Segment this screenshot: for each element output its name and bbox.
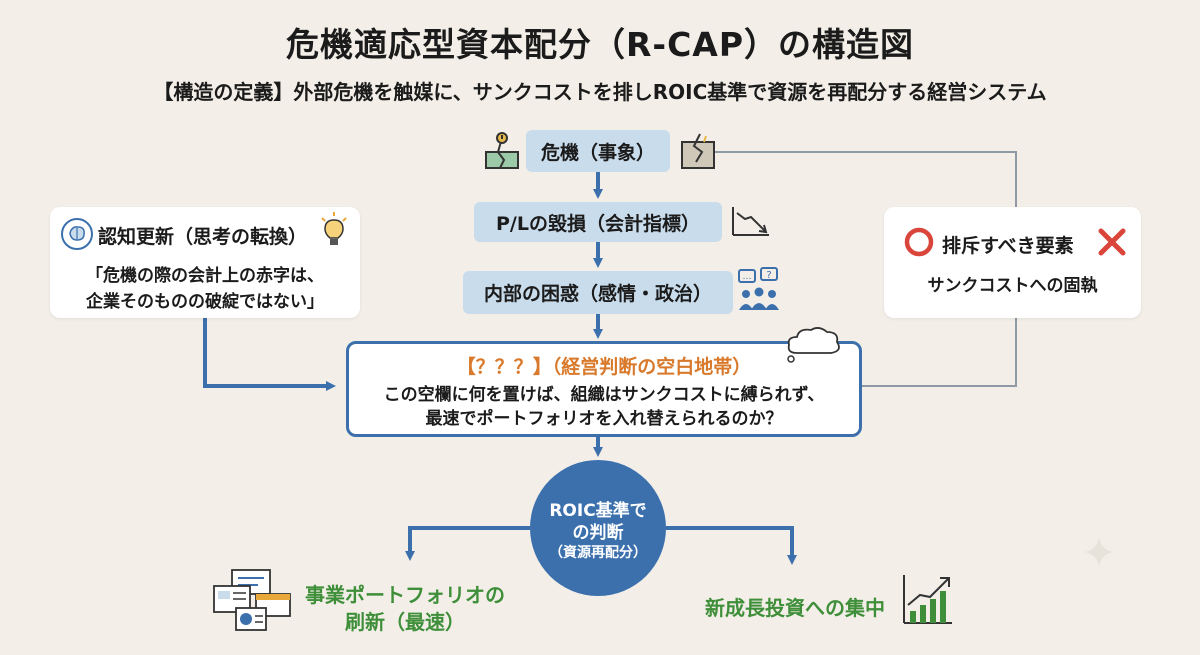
crack-ground-icon [485,132,519,169]
roic-decision-line1: ROIC基準で [549,501,647,521]
decision-gap-line1: この空欄に何を置けば、組織はサンクコストに縛られず、 [383,385,825,405]
cognitive-quote-line2: 企業そのものの破綻ではない」 [86,292,324,312]
pl-damage-box: P/Lの毀損（会計指標） [474,202,722,242]
decision-gap-line2: 最速でポートフォリオを入れ替えられるのか？ [425,409,783,429]
outcome-portfolio-line2: 刷新（最速） [345,610,465,634]
chart-down-icon [732,207,769,236]
broken-wall-icon [681,133,715,169]
brain-head-icon [61,218,93,250]
roic-decision-line3: （資源再配分） [549,545,647,561]
circle-mark-icon [904,227,934,257]
cognitive-quote-line1: 「危機の際の会計上の赤字は、 [86,266,324,286]
decision-gap-box: 【？？？】（経営判断の空白地帯） この空欄に何を置けば、組織はサンクコストに縛ら… [346,341,862,437]
exclusion-body: サンクコストへの固執 [927,276,1098,296]
page-subtitle: 【構造の定義】外部危機を触媒に、サンクコストを排しROIC基準で資源を再配分する… [153,80,1047,104]
thought-cloud-icon [787,327,840,363]
outcome-growth-investment: 新成長投資への集中 [705,596,885,620]
decision-gap-heading: 【？？？】（経営判断の空白地帯） [456,356,752,378]
cross-mark-icon [1098,228,1126,256]
cognitive-update-card: 認知更新（思考の転換） 「危機の際の会計上の赤字は、 企業そのものの破綻ではない… [50,207,360,318]
svg-text:…: … [743,272,752,282]
sparkle-icon [1084,537,1114,567]
roic-decision-line2: の判断 [572,523,624,543]
outcome-portfolio-line1: 事業ポートフォリオの [305,583,505,607]
exclusion-heading: 排斥すべき要素 [942,235,1074,257]
internal-confusion-box: 内部の困惑（感情・政治） [463,271,733,314]
portfolio-screens-icon [213,569,291,631]
exclusion-card: 排斥すべき要素 サンクコストへの固執 [884,207,1141,318]
page-title: 危機適応型資本配分（R-CAP）の構造図 [285,25,915,64]
lightbulb-icon [321,212,347,245]
discussion-people-icon: ? … [738,267,779,310]
roic-decision-node: ROIC基準で の判断 （資源再配分） [530,460,666,596]
growth-chart-icon [903,575,952,624]
cognitive-update-heading: 認知更新（思考の転換） [98,226,308,248]
svg-text:?: ? [766,270,771,281]
crisis-box: 危機（事象） [526,130,670,172]
